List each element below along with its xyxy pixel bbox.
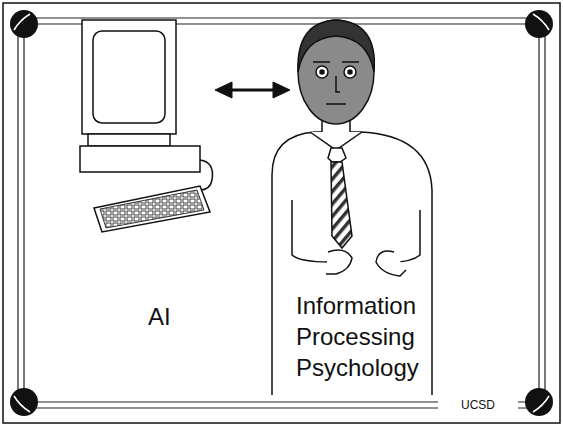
computer — [80, 20, 213, 232]
field-label: Information Processing Psychology — [296, 290, 466, 383]
system-label: AI — [148, 302, 208, 332]
outer-frame — [3, 3, 560, 423]
corner-ornament — [10, 10, 553, 416]
double-arrow — [215, 82, 290, 98]
inner-frame — [18, 18, 545, 408]
watermark: UCSD — [457, 397, 499, 413]
